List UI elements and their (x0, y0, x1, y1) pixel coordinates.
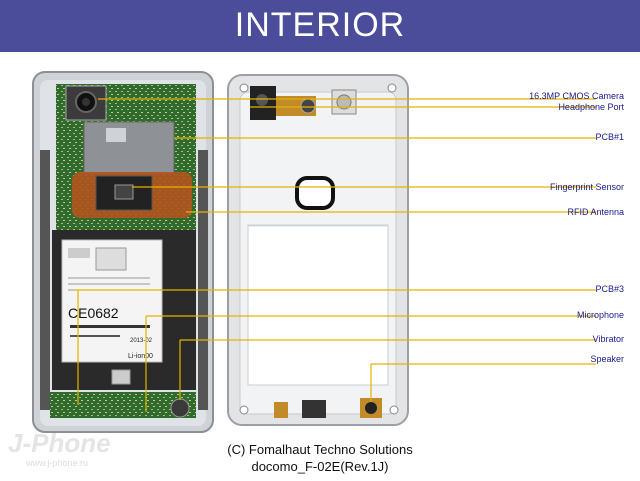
callout-pcb-1: PCB#1 (595, 132, 624, 142)
callout-rfid-antenna: RFID Antenna (567, 207, 624, 217)
battery-ce-mark: CE0682 (68, 305, 119, 321)
metal-shield (84, 122, 174, 174)
callout-vibrator: Vibrator (593, 334, 624, 344)
vibrator (171, 399, 189, 417)
watermark-url: www.j-phone.ru (26, 458, 88, 468)
battery-date: 2013-02 (130, 338, 153, 344)
model-caption: docomo_F-02E(Rev.1J) (210, 459, 430, 474)
callout-fingerprint-sensor: Fingerprint Sensor (550, 182, 624, 192)
callout-camera: 16.3MP CMOS Camera (529, 91, 624, 101)
callout-microphone: Microphone (577, 310, 624, 320)
fingerprint-cutout (297, 178, 333, 208)
watermark-brand: J-Phone (8, 428, 111, 459)
callout-pcb-3: PCB#3 (595, 284, 624, 294)
copyright-caption: (C) Fomalhaut Techno Solutions (210, 442, 430, 457)
battery-li-ion: Li-ion00 (128, 353, 153, 360)
callout-headphone-port: Headphone Port (558, 102, 624, 112)
callout-speaker: Speaker (590, 354, 624, 364)
